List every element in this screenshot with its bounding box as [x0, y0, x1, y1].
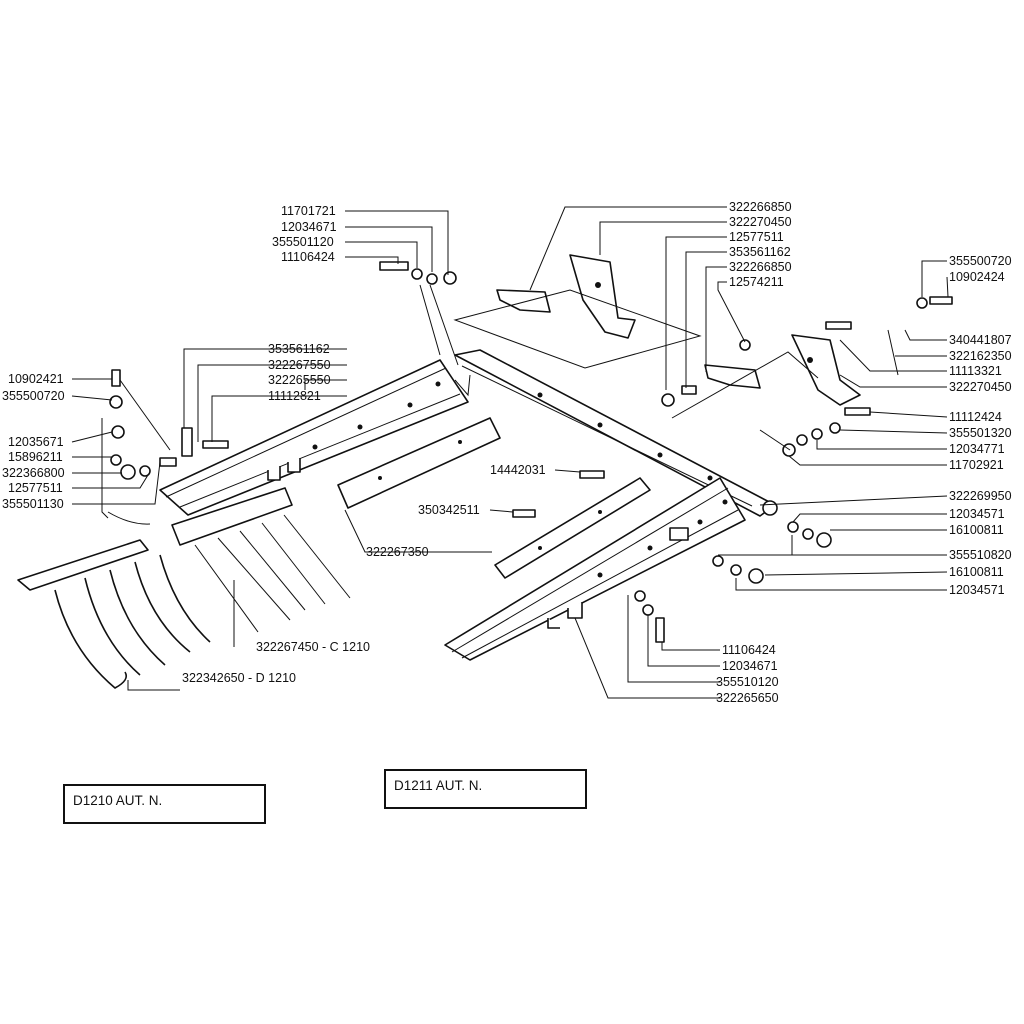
- label-322269950: 322269950: [949, 489, 1012, 503]
- label-340441807: 340441807: [949, 333, 1012, 347]
- label-322265550: 322265550: [268, 373, 331, 387]
- label-355500720-l: 355500720: [2, 389, 65, 403]
- hardware-parts: [101, 261, 953, 643]
- label-322342650-d1210: 322342650 - D 1210: [182, 671, 296, 685]
- d1211-model-box: D1211 AUT. N.: [384, 769, 587, 809]
- part-number-labels: 11701721 12034671 355501120 11106424 322…: [2, 200, 1012, 705]
- label-322267550: 322267550: [268, 358, 331, 372]
- label-12574211: 12574211: [729, 275, 784, 289]
- bracket-plates-right: [453, 254, 861, 419]
- label-12034571-a: 12034571: [949, 507, 1005, 521]
- label-11701721: 11701721: [281, 204, 336, 218]
- label-353561162-l: 353561162: [268, 342, 330, 356]
- tine-bar-c1210: [171, 487, 351, 633]
- label-12577511-r: 12577511: [729, 230, 784, 244]
- label-322266850-b: 322266850: [729, 260, 792, 274]
- label-10902424: 10902424: [949, 270, 1005, 284]
- label-12034571-b: 12034571: [949, 583, 1005, 597]
- label-350342511: 350342511: [418, 503, 480, 517]
- d1210-model-text: D1210 AUT. N.: [73, 793, 163, 808]
- d1210-model-box: D1210 AUT. N.: [63, 784, 266, 824]
- label-11106424-bottom: 11106424: [722, 643, 776, 657]
- d1211-model-text: D1211 AUT. N.: [394, 778, 483, 793]
- label-16100811-b: 16100811: [949, 565, 1004, 579]
- label-12034771: 12034771: [949, 442, 1005, 456]
- label-322266850-a: 322266850: [729, 200, 792, 214]
- label-355510820: 355510820: [949, 548, 1012, 562]
- label-322270450-a: 322270450: [729, 215, 792, 229]
- label-353561162-r: 353561162: [729, 245, 791, 259]
- label-12034671-top: 12034671: [281, 220, 337, 234]
- label-11112821: 11112821: [268, 389, 321, 403]
- label-12035671: 12035671: [8, 435, 64, 449]
- label-15896211: 15896211: [8, 450, 63, 464]
- label-11112424: 11112424: [949, 410, 1002, 424]
- label-14442031: 14442031: [490, 463, 546, 477]
- label-322270450-b: 322270450: [949, 380, 1012, 394]
- label-355501130: 355501130: [2, 497, 64, 511]
- label-11106424-top: 11106424: [281, 250, 335, 264]
- label-355500720-r: 355500720: [949, 254, 1012, 268]
- label-355501120: 355501120: [272, 235, 334, 249]
- label-355510120: 355510120: [716, 675, 779, 689]
- label-11702921: 11702921: [949, 458, 1004, 472]
- label-322162350: 322162350: [949, 349, 1012, 363]
- center-angle-bar: [337, 417, 651, 579]
- label-355501320: 355501320: [949, 426, 1012, 440]
- label-12577511-l: 12577511: [8, 481, 63, 495]
- label-322366800: 322366800: [2, 466, 65, 480]
- label-322267350: 322267350: [366, 545, 429, 559]
- label-322265650: 322265650: [716, 691, 779, 705]
- label-12034671-bottom: 12034671: [722, 659, 778, 673]
- label-11113321: 11113321: [949, 364, 1002, 378]
- label-10902421: 10902421: [8, 372, 64, 386]
- label-16100811-a: 16100811: [949, 523, 1004, 537]
- right-frame-rail: [444, 477, 746, 661]
- comb-plate-d1210: [17, 539, 211, 689]
- label-322267450-c1210: 322267450 - C 1210: [256, 640, 370, 654]
- left-frame-rail: [159, 359, 469, 516]
- leader-lines: [71, 206, 949, 699]
